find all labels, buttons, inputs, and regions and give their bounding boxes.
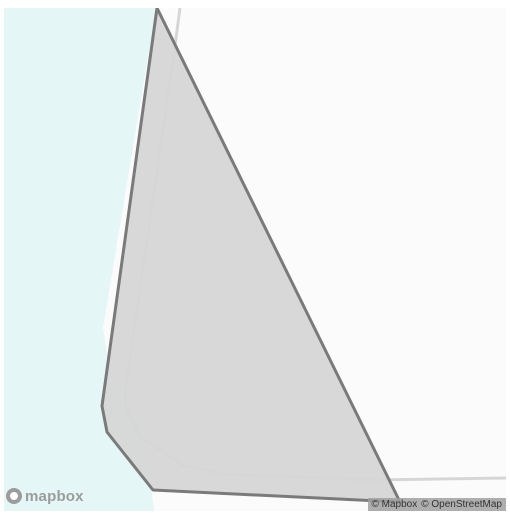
attribution-osm-link[interactable]: © OpenStreetMap bbox=[421, 499, 502, 510]
mapbox-logo-icon bbox=[6, 488, 22, 504]
highlighted-region[interactable] bbox=[100, 8, 402, 504]
map-layer bbox=[4, 8, 506, 511]
attribution-mapbox-link[interactable]: © Mapbox bbox=[371, 499, 418, 510]
mapbox-logo[interactable]: mapbox bbox=[6, 486, 84, 506]
mapbox-logo-text: mapbox bbox=[25, 487, 84, 505]
map-attribution: © Mapbox © OpenStreetMap bbox=[367, 498, 506, 511]
map-canvas[interactable] bbox=[4, 8, 506, 511]
